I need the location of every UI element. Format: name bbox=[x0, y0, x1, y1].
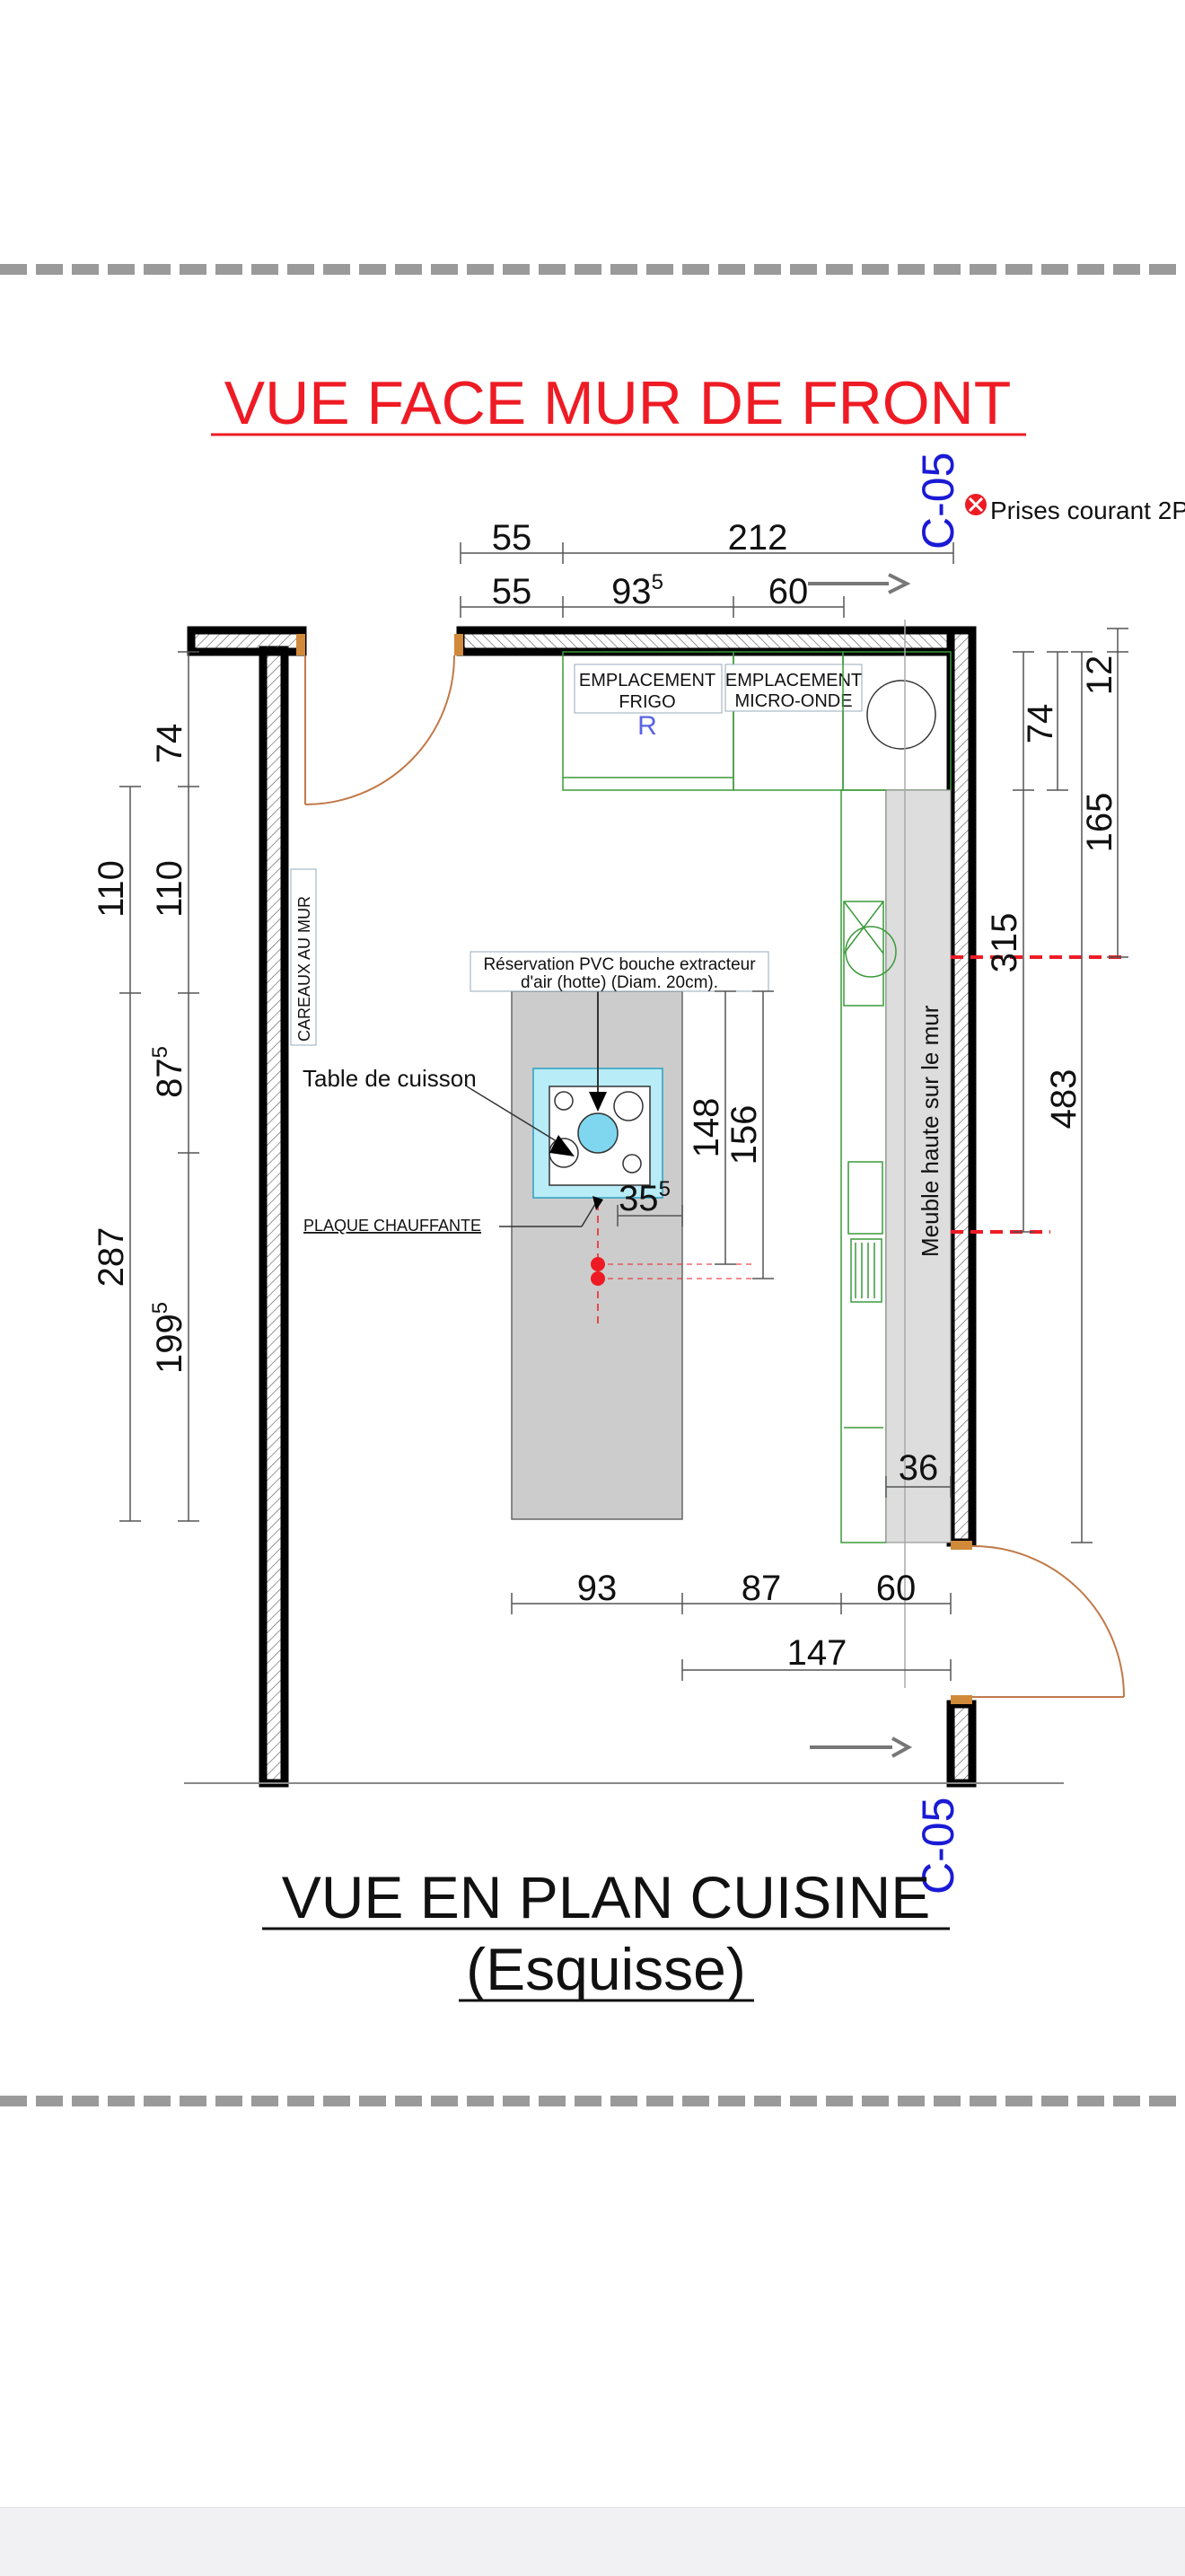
dim-bottom-60: 60 bbox=[876, 1569, 917, 1608]
fridge-location: EMPLACEMENT FRIGO R bbox=[562, 651, 734, 791]
fridge-label-2: FRIGO bbox=[619, 692, 675, 712]
dim-left-110b: 110 bbox=[150, 860, 189, 918]
wall-top bbox=[456, 626, 955, 656]
wall-cabinet-label: Meuble haute sur le mur bbox=[917, 1005, 944, 1257]
dim-top-93: 935 bbox=[611, 570, 663, 611]
plan-title-line2: (Esquisse) bbox=[466, 1936, 746, 2002]
dim-right-483: 483 bbox=[1044, 1069, 1084, 1130]
microwave-location: EMPLACEMENT MICRO-ONDE bbox=[724, 651, 863, 791]
dim-left-199: 1995 bbox=[148, 1302, 189, 1374]
dim-left-74: 74 bbox=[150, 724, 189, 764]
dim-bottom-147: 147 bbox=[787, 1633, 847, 1673]
tiles-label: CAREAUX AU MUR bbox=[295, 896, 313, 1042]
socket-legend: Prises courant 2P bbox=[965, 494, 1185, 524]
dim-island-35: 355 bbox=[619, 1177, 671, 1218]
dim-right-74: 74 bbox=[1021, 704, 1060, 744]
section-arrow-bottom bbox=[810, 1736, 913, 1758]
dim-right-165: 165 bbox=[1080, 793, 1119, 853]
dim-left-87: 875 bbox=[148, 1046, 189, 1098]
dim-island-156: 156 bbox=[724, 1105, 764, 1165]
section-arrow-top bbox=[808, 573, 911, 594]
hood-reservation-line1: Réservation PVC bouche extracteur bbox=[483, 955, 756, 974]
hood-reservation-note: Réservation PVC bouche extracteur d'air … bbox=[470, 951, 769, 992]
socket-legend-label: Prises courant 2P bbox=[990, 497, 1185, 524]
fridge-symbol: R bbox=[637, 711, 657, 741]
plan-title-line1: VUE EN PLAN CUISINE bbox=[282, 1864, 931, 1930]
door-top bbox=[296, 634, 463, 805]
dim-island-148: 148 bbox=[687, 1098, 726, 1158]
hood-reservation-line2: d'air (hotte) (Diam. 20cm). bbox=[521, 973, 718, 992]
fridge-label-1: EMPLACEMENT bbox=[579, 671, 715, 690]
right-counter: Meuble haute sur le mur bbox=[840, 789, 952, 1543]
cooktop-label: Table de cuisson bbox=[303, 1065, 477, 1092]
dim-top-55b: 55 bbox=[492, 572, 532, 611]
dim-left-287: 287 bbox=[92, 1227, 131, 1288]
cooktop-leader bbox=[466, 1086, 565, 1147]
wall-left bbox=[187, 626, 307, 1788]
dim-top-212: 212 bbox=[728, 518, 788, 558]
dim-bottom-87: 87 bbox=[742, 1569, 782, 1608]
section-marker-top: C-05 bbox=[913, 453, 963, 549]
dim-top-55: 55 bbox=[492, 518, 532, 558]
dimension-lines bbox=[119, 542, 1128, 1681]
kitchen-island bbox=[511, 988, 754, 1520]
dim-top-60: 60 bbox=[768, 572, 809, 611]
microwave-label-1: EMPLACEMENT bbox=[725, 671, 862, 690]
dim-counter-36: 36 bbox=[899, 1448, 939, 1488]
front-view-title: VUE FACE MUR DE FRONT bbox=[224, 369, 1012, 437]
hotplate-label: PLAQUE CHAUFFANTE bbox=[303, 1217, 481, 1235]
microwave-label-2: MICRO-ONDE bbox=[734, 691, 852, 711]
section-marker-bottom: C-05 bbox=[913, 1798, 963, 1895]
dim-right-315: 315 bbox=[985, 913, 1024, 973]
dim-bottom-93: 93 bbox=[577, 1569, 618, 1608]
dim-left-110a: 110 bbox=[92, 860, 131, 918]
dim-right-12: 12 bbox=[1080, 655, 1119, 696]
wall-right bbox=[946, 626, 977, 1788]
door-right bbox=[951, 1541, 1125, 1704]
viewer-bottom-bar bbox=[0, 2507, 1185, 2576]
tiles-label-box: CAREAUX AU MUR bbox=[290, 868, 317, 1046]
